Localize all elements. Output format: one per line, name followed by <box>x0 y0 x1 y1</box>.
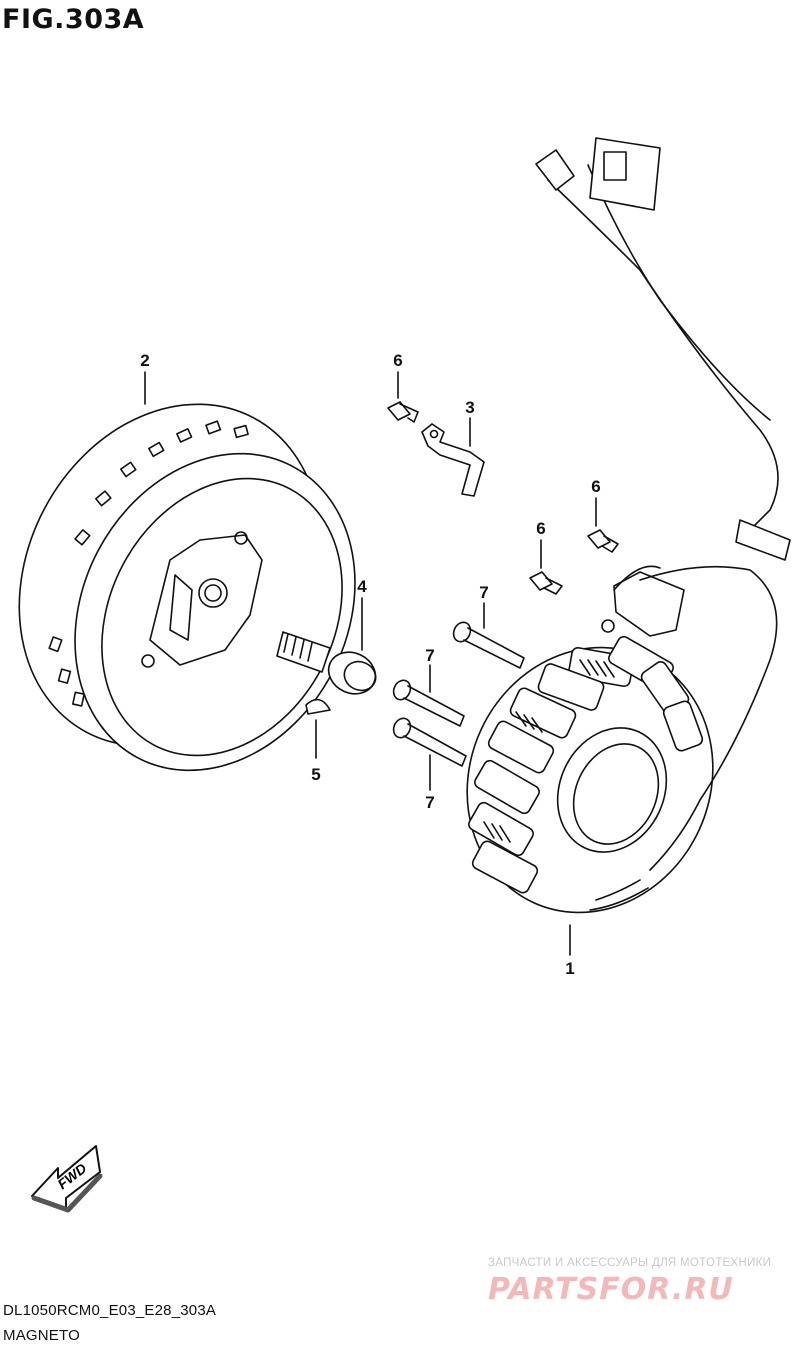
wiring-harness <box>535 137 791 871</box>
diagram-caption: MAGNETO <box>3 1327 80 1344</box>
rotor-flywheel <box>18 371 356 772</box>
screw-pickup-lower <box>529 539 563 595</box>
callout-7-upper: 7 <box>479 583 488 602</box>
screw-pickup-upper <box>587 497 619 553</box>
fwd-arrow-icon <box>31 1145 103 1213</box>
stator-bolt-lower <box>392 717 467 791</box>
wire-bracket <box>421 417 485 497</box>
stator-bolt-upper <box>452 602 525 669</box>
watermark-tagline: ЗАПЧАСТИ И АКСЕССУАРЫ ДЛЯ МОТОТЕХНИКИ <box>488 1257 772 1269</box>
screw-bracket <box>387 371 419 423</box>
pickup-sensor <box>601 565 685 637</box>
watermark-logo: PARTSFOR.RU <box>488 1272 734 1307</box>
stator-bolt-middle <box>392 664 465 727</box>
callout-4: 4 <box>357 577 367 596</box>
callout-1: 1 <box>565 959 574 978</box>
callout-7-lower: 7 <box>425 793 434 812</box>
callout-5: 5 <box>311 765 320 784</box>
stator <box>466 635 714 956</box>
callout-2: 2 <box>140 351 149 370</box>
rotor-bolt <box>276 597 377 695</box>
callout-7-middle: 7 <box>425 646 434 665</box>
callout-6-upper: 6 <box>591 477 600 496</box>
callout-6-bracket: 6 <box>393 351 402 370</box>
diagram-code: DL1050RCM0_E03_E28_303A <box>3 1302 217 1319</box>
figure-title: FIG.303A <box>2 4 145 35</box>
callout-6-lower: 6 <box>536 519 545 538</box>
woodruff-key <box>305 698 331 759</box>
callout-3: 3 <box>465 398 474 417</box>
